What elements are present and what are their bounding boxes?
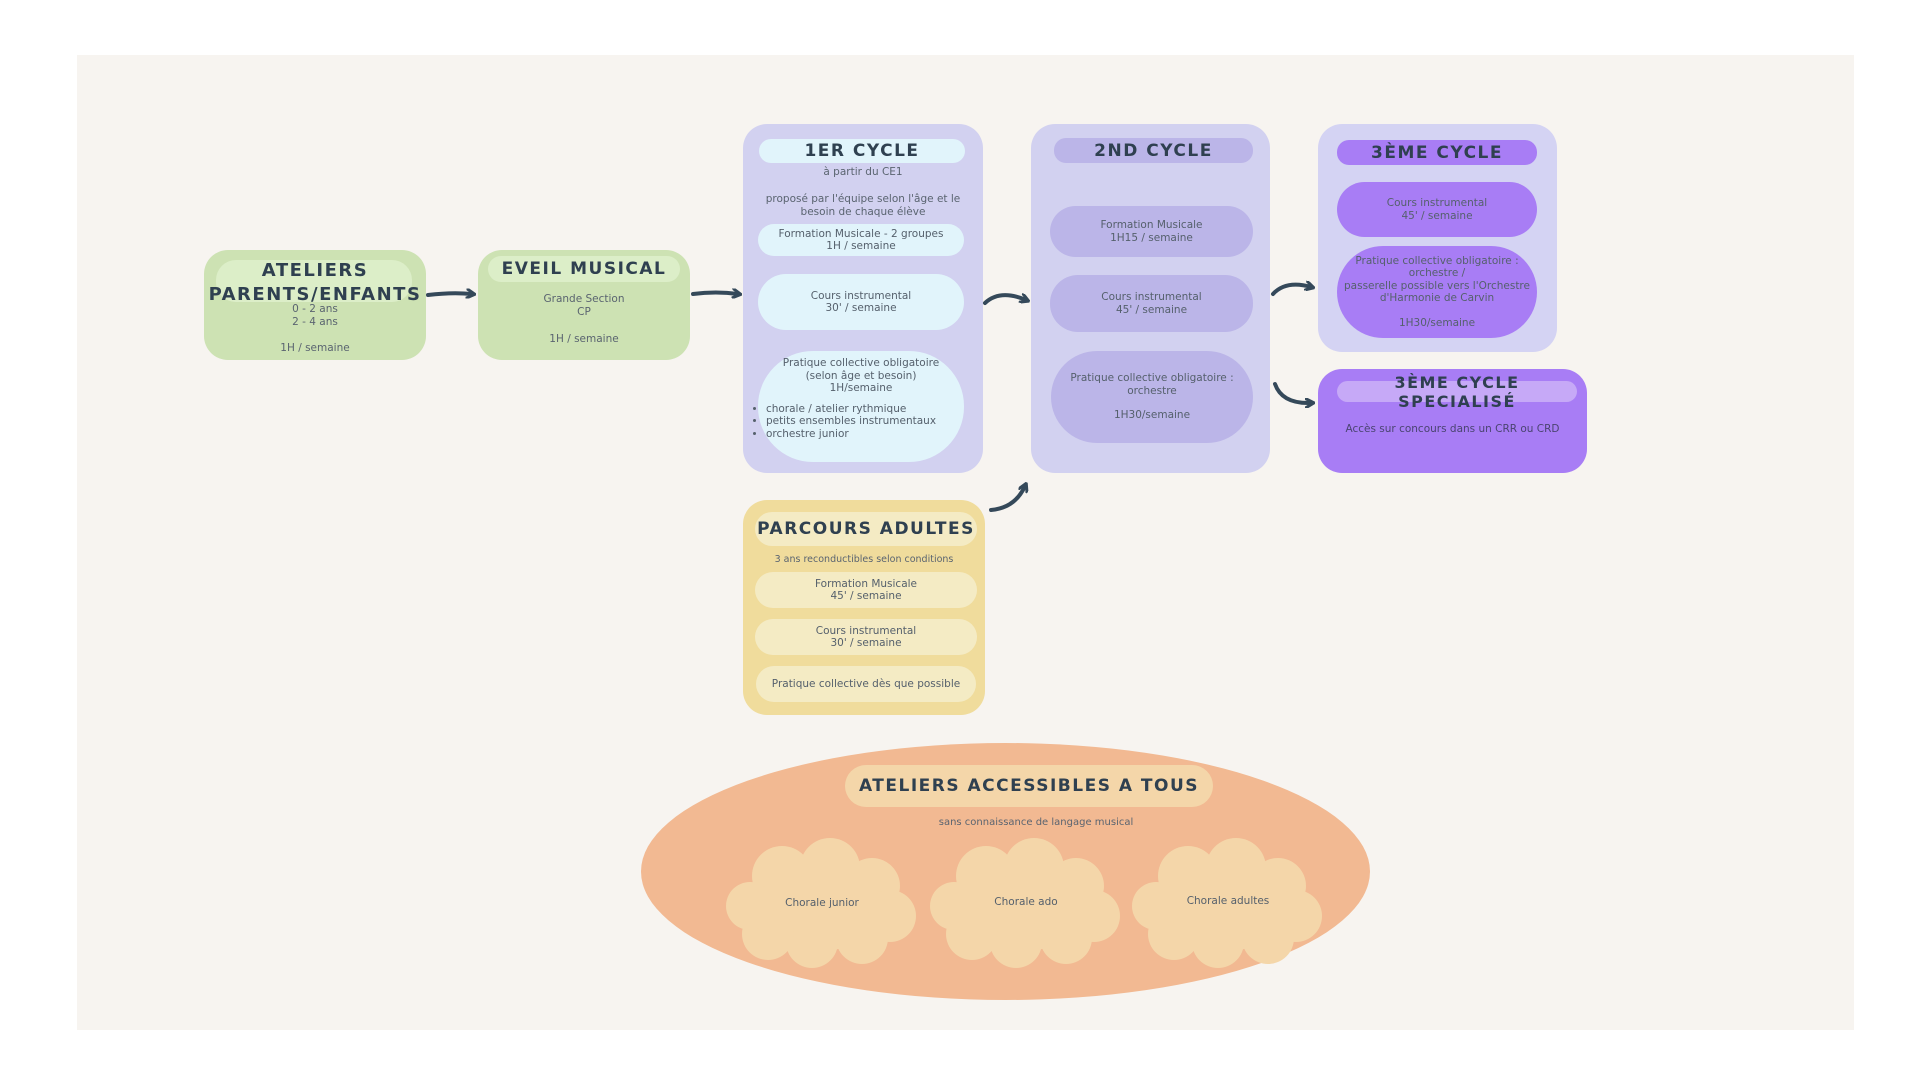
- adultes-title: PARCOURS ADULTES: [757, 519, 975, 539]
- list-item: chorale / atelier rythmique: [766, 403, 936, 416]
- cloud-shape: [930, 838, 1120, 968]
- cloud-shape: [726, 838, 916, 968]
- cycle1-subtitle: à partir du CE1: [823, 166, 903, 178]
- cycle1-cours-instrumental: Cours instrumental 30' / semaine: [758, 274, 964, 330]
- ateliers-tous-subtitle: sans connaissance de langage musical: [938, 817, 1134, 828]
- cycle3-title-pill: [1337, 140, 1537, 165]
- cycle3-spec-text: Accès sur concours dans un CRR ou CRD: [1345, 423, 1560, 435]
- arrow-parents-eveil: [426, 293, 472, 295]
- arrow-adultes-cycle2: [989, 486, 1025, 512]
- cycle2-cours-instrumental: Cours instrumental 45' / semaine: [1050, 275, 1253, 332]
- adultes-cours-instrumental: Cours instrumental 30' / semaine: [755, 619, 977, 655]
- adultes-formation-musicale: Formation Musicale 45' / semaine: [755, 572, 977, 608]
- cloud-label: Chorale ado: [994, 896, 1058, 908]
- cycle2-formation-musicale: Formation Musicale 1H15 / semaine: [1050, 206, 1253, 257]
- ateliers-parents-ages: 0 - 2 ans 2 - 4 ans: [292, 303, 338, 328]
- cloud-label: Chorale junior: [785, 897, 859, 909]
- cloud-chorale-ado: Chorale ado: [926, 838, 1126, 968]
- cycle3-cours-instrumental: Cours instrumental 45' / semaine: [1337, 182, 1537, 237]
- adultes-subtitle: 3 ans reconductibles selon conditions: [774, 554, 954, 565]
- cycle3-pratique-collective: Pratique collective obligatoire : orches…: [1337, 246, 1537, 338]
- cycle1-formation-musicale: Formation Musicale - 2 groupes 1H / sema…: [758, 224, 964, 256]
- cycle1-title: 1ER CYCLE: [804, 141, 920, 161]
- adultes-pratique-collective: Pratique collective dès que possible: [756, 666, 976, 702]
- list-item: petits ensembles instrumentaux: [766, 415, 936, 428]
- cloud-label: Chorale adultes: [1186, 895, 1270, 907]
- cycle1-pratique-collective: Pratique collective obligatoire (selon â…: [758, 351, 964, 462]
- cycle1-pratique-list: chorale / atelier rythmique petits ensem…: [750, 403, 936, 441]
- ateliers-tous-title-pill: [845, 765, 1213, 807]
- ateliers-tous-title: ATELIERS ACCESSIBLES A TOUS: [858, 776, 1200, 796]
- list-item: orchestre junior: [766, 428, 936, 441]
- arrow-cycle2-cycle3: [1271, 285, 1311, 296]
- cloud-chorale-junior: Chorale junior: [722, 838, 922, 968]
- cycle1-note: proposé par l'équipe selon l'âge et le b…: [765, 193, 961, 218]
- cycle2-title: 2ND CYCLE: [1094, 140, 1213, 161]
- arrow-cycle2-cycle3spec: [1273, 382, 1311, 403]
- cycle1-title-pill: [759, 139, 965, 163]
- eveil-levels: Grande Section CP: [543, 293, 625, 318]
- cycle2-pratique-collective: Pratique collective obligatoire : orches…: [1051, 351, 1253, 443]
- cycle3-spec-title-pill: [1337, 381, 1577, 402]
- ateliers-parents-title: ATELIERS PARENTS/ENFANTS: [208, 260, 422, 305]
- cycle3-title: 3ÈME CYCLE: [1371, 142, 1503, 163]
- cloud-shape: [1132, 838, 1322, 968]
- eveil-duration: 1H / semaine: [549, 333, 619, 345]
- cloud-chorale-adultes: Chorale adultes: [1128, 838, 1328, 968]
- arrow-eveil-cycle1: [691, 293, 738, 295]
- eveil-title-pill: [488, 256, 680, 282]
- ateliers-parents-duration: 1H / semaine: [280, 342, 350, 354]
- eveil-title: EVEIL MUSICAL: [501, 259, 667, 279]
- cycle2-title-pill: [1054, 138, 1253, 163]
- adultes-title-pill: [755, 512, 977, 546]
- ateliers-parents-title-pill: [216, 260, 412, 302]
- arrow-cycle1-cycle2: [983, 295, 1026, 305]
